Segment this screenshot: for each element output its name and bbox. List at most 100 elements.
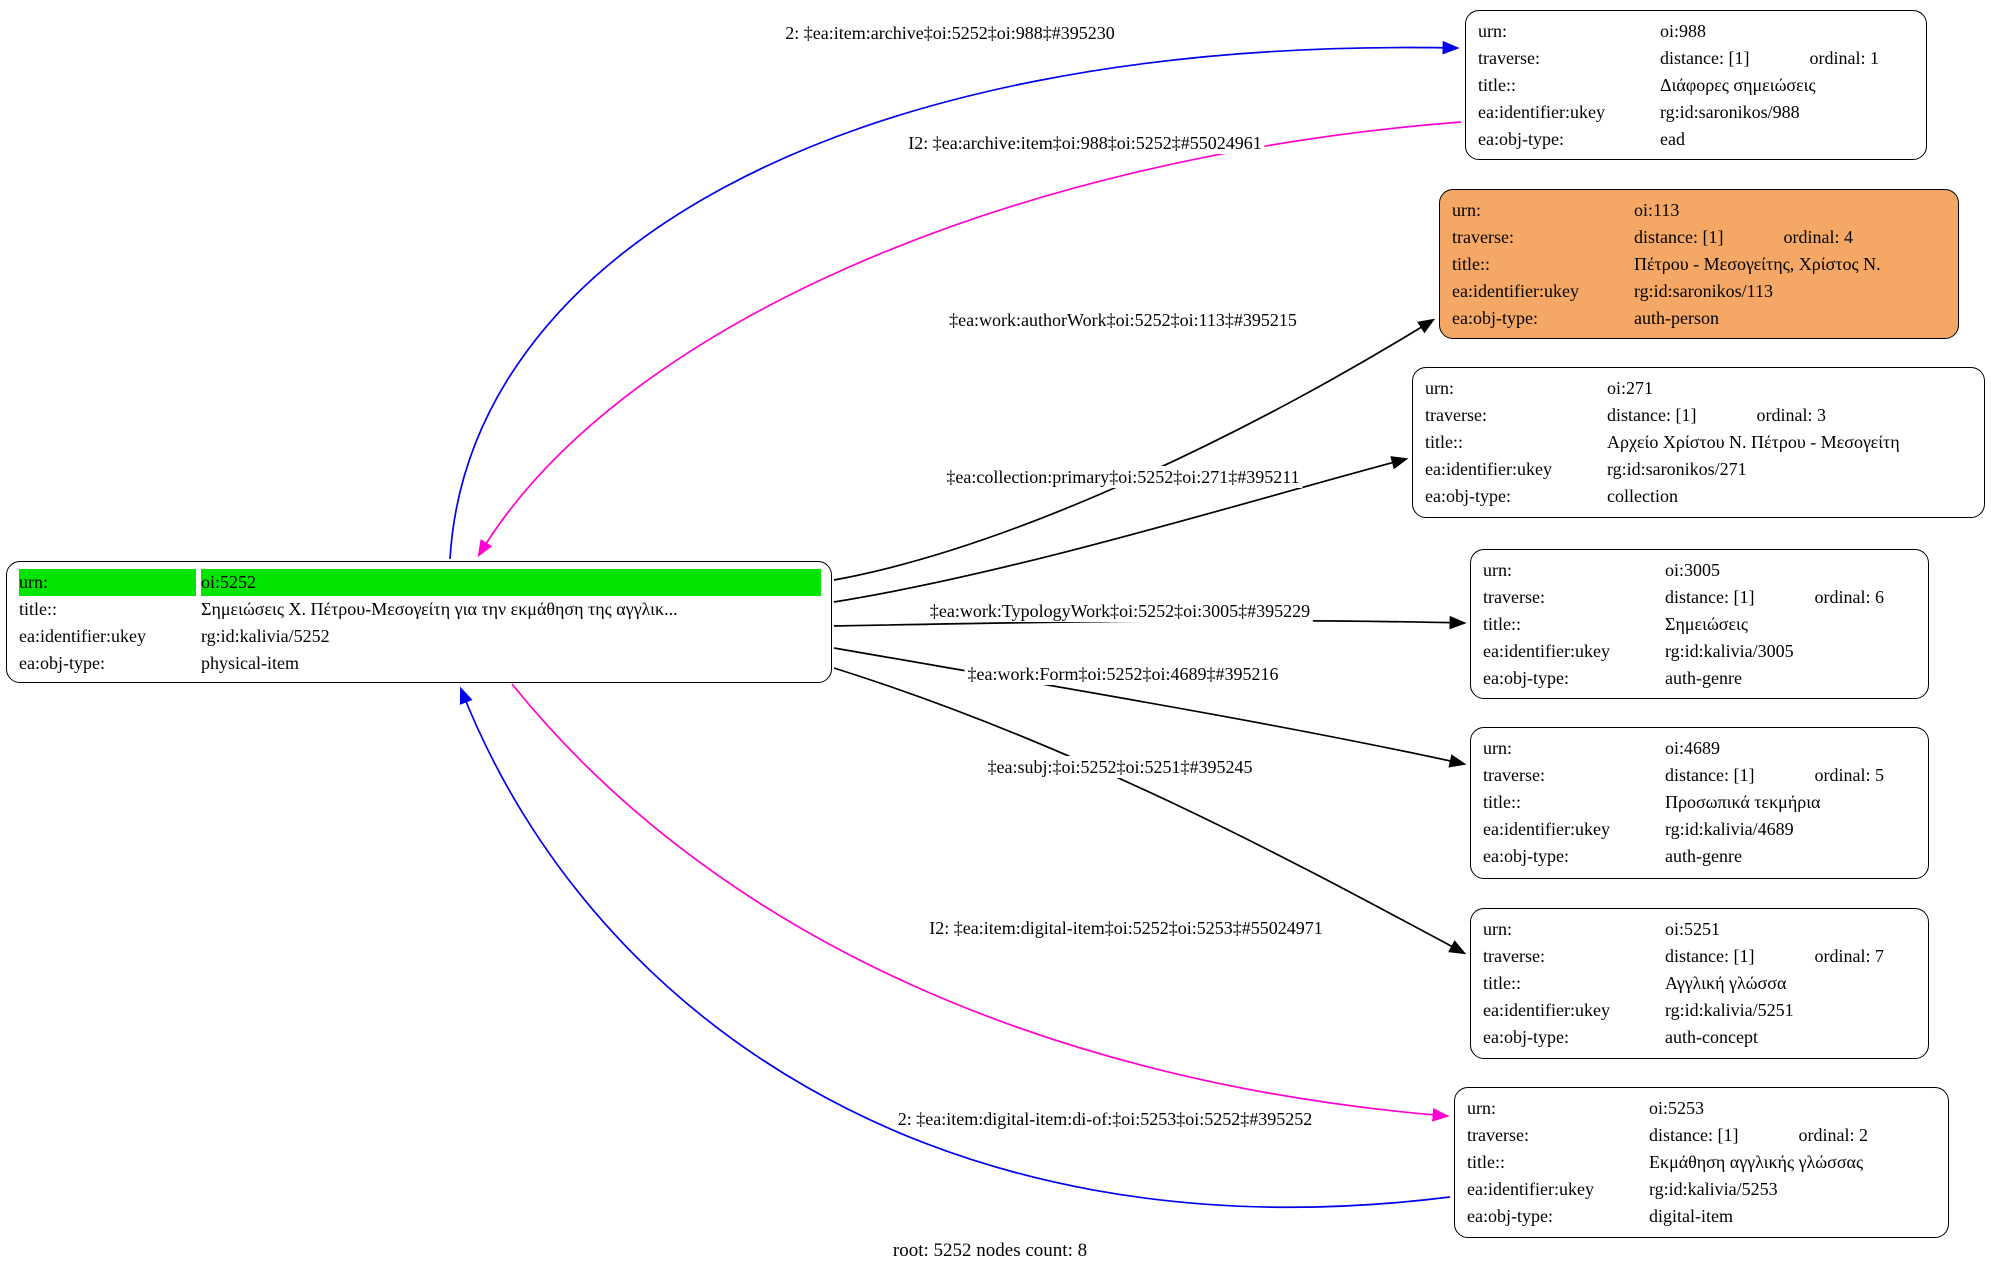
urn-value: oi:3005: [1665, 560, 1721, 580]
ukey-label: ea:identifier:ukey: [1467, 1179, 1594, 1199]
urn-value: oi:113: [1634, 200, 1680, 220]
objtype-value: digital-item: [1649, 1206, 1733, 1226]
title-value: Αγγλική γλώσσα: [1665, 973, 1787, 993]
edge-label-item-archive: 2: ‡ea:item:archive‡oi:5252‡oi:988‡#3952…: [782, 22, 1118, 44]
node-oi-3005[interactable]: urn: oi:3005 traverse: distance: [1] ordina…: [1470, 549, 1929, 699]
ordinal-value: ordinal: 1: [1809, 48, 1879, 68]
edge-digital-item: [511, 683, 1450, 1122]
root-ukey-row: ea:identifier:ukey rg:id:kalivia/5252: [19, 623, 821, 650]
objtype-value: auth-concept: [1665, 1027, 1758, 1047]
edge-label-author-work: ‡ea:work:authorWork‡oi:5252‡oi:113‡#3952…: [946, 309, 1300, 331]
title-label: title::: [1452, 254, 1490, 274]
objtype-value: ead: [1660, 129, 1685, 149]
objtype-value: collection: [1607, 486, 1678, 506]
ukey-label: ea:identifier:ukey: [1483, 641, 1610, 661]
ukey-value: rg:id:kalivia/4689: [1665, 819, 1794, 839]
distance-value: distance: [1]: [1665, 946, 1755, 966]
ukey-value: rg:id:saronikos/271: [1607, 459, 1747, 479]
ukey-value: rg:id:kalivia/5252: [201, 626, 330, 646]
ukey-value: rg:id:kalivia/5253: [1649, 1179, 1778, 1199]
objtype-label: ea:obj-type:: [1483, 668, 1569, 688]
objtype-value: auth-genre: [1665, 846, 1742, 866]
edge-subj: [833, 667, 1467, 955]
title-value: Αρχείο Χρίστου Ν. Πέτρου - Μεσογείτη: [1607, 432, 1900, 452]
edge-label-digital-item-di-of: 2: ‡ea:item:digital-item:di-of:‡oi:5253‡…: [894, 1108, 1316, 1130]
distance-value: distance: [1]: [1665, 587, 1755, 607]
distance-value: distance: [1]: [1634, 227, 1724, 247]
title-value: Πέτρου - Μεσογείτης, Χρίστος Ν.: [1634, 254, 1881, 274]
traverse-label: traverse:: [1425, 405, 1487, 425]
urn-label: urn:: [1483, 919, 1512, 939]
ordinal-value: ordinal: 6: [1814, 587, 1884, 607]
title-label: title::: [1483, 614, 1521, 634]
ukey-label: ea:identifier:ukey: [1425, 459, 1552, 479]
root-title-row: title:: Σημειώσεις Χ. Πέτρου-Μεσογείτη γ…: [19, 596, 821, 623]
urn-label: urn:: [1483, 560, 1512, 580]
distance-value: distance: [1]: [1665, 765, 1755, 785]
node-oi-5251[interactable]: urn: oi:5251 traverse: distance: [1] ordina…: [1470, 908, 1929, 1059]
urn-label: urn:: [1467, 1098, 1496, 1118]
ukey-value: rg:id:kalivia/3005: [1665, 641, 1794, 661]
ukey-label: ea:identifier:ukey: [1483, 1000, 1610, 1020]
distance-value: distance: [1]: [1607, 405, 1697, 425]
ukey-value: rg:id:saronikos/113: [1634, 281, 1773, 301]
edge-label-subj: ‡ea:subj:‡oi:5252‡oi:5251‡#395245: [984, 756, 1256, 778]
ukey-value: rg:id:kalivia/5251: [1665, 1000, 1794, 1020]
urn-value: oi:5251: [1665, 919, 1721, 939]
ordinal-value: ordinal: 4: [1783, 227, 1853, 247]
node-oi-271[interactable]: urn: oi:271 traverse: distance: [1] ordinal…: [1412, 367, 1985, 518]
objtype-label: ea:obj-type:: [1483, 846, 1569, 866]
node-oi-4689[interactable]: urn:oi:4689 traverse:distance: [1]ordina…: [1470, 727, 1929, 879]
ordinal-value: ordinal: 2: [1798, 1125, 1868, 1145]
urn-value: oi:5252: [201, 569, 821, 596]
node-oi-5252-root[interactable]: urn: oi:5252 title:: Σημειώσεις Χ. Πέτρο…: [6, 561, 832, 683]
urn-label: urn:: [1425, 378, 1454, 398]
title-label: title::: [1483, 973, 1521, 993]
edge-label-collection-primary: ‡ea:collection:primary‡oi:5252‡oi:271‡#3…: [943, 466, 1303, 488]
edge-author-work: [833, 318, 1436, 581]
distance-value: distance: [1]: [1660, 48, 1750, 68]
objtype-label: ea:obj-type:: [1425, 486, 1511, 506]
title-label: title::: [1483, 792, 1521, 812]
objtype-value: auth-genre: [1665, 668, 1742, 688]
title-value: Σημειώσεις: [1665, 614, 1749, 634]
ukey-label: ea:identifier:ukey: [1483, 819, 1610, 839]
title-label: title::: [1467, 1152, 1505, 1172]
ordinal-value: ordinal: 5: [1814, 765, 1884, 785]
objtype-label: ea:obj-type:: [1483, 1027, 1569, 1047]
urn-value: oi:5253: [1649, 1098, 1705, 1118]
node-oi-113[interactable]: urn:oi:113 traverse:distance: [1]ordinal…: [1439, 189, 1959, 339]
edge-label-archive-item: I2: ‡ea:archive:item‡oi:988‡oi:5252‡#550…: [905, 132, 1265, 154]
objtype-label: ea:obj-type:: [19, 653, 105, 673]
urn-value: oi:271: [1607, 378, 1654, 398]
root-urn-row: urn: oi:5252: [19, 569, 821, 596]
edge-label-digital-item: I2: ‡ea:item:digital-item‡oi:5252‡oi:525…: [926, 917, 1326, 939]
traverse-label: traverse:: [1467, 1125, 1529, 1145]
graph-caption: root: 5252 nodes count: 8: [892, 1240, 1088, 1261]
ordinal-value: ordinal: 3: [1756, 405, 1826, 425]
traverse-label: traverse:: [1483, 946, 1545, 966]
ukey-value: rg:id:saronikos/988: [1660, 102, 1800, 122]
urn-label: urn:: [1452, 200, 1481, 220]
urn-label: urn:: [1478, 21, 1507, 41]
traverse-label: traverse:: [1478, 48, 1540, 68]
traverse-label: traverse:: [1483, 587, 1545, 607]
title-value: Σημειώσεις Χ. Πέτρου-Μεσογείτη για την ε…: [201, 599, 678, 619]
node-oi-988[interactable]: urn: oi:988 traverse: distance: [1] ordinal…: [1465, 10, 1927, 160]
title-label: title::: [19, 599, 57, 619]
ukey-label: ea:identifier:ukey: [19, 626, 146, 646]
urn-value: oi:4689: [1665, 738, 1721, 758]
ordinal-value: ordinal: 7: [1814, 946, 1884, 966]
title-value: Προσωπικά τεκμήρια: [1665, 792, 1821, 812]
urn-label: urn:: [19, 569, 201, 596]
objtype-value: auth-person: [1634, 308, 1719, 328]
root-objtype-row: ea:obj-type: physical-item: [19, 650, 821, 677]
objtype-value: physical-item: [201, 653, 299, 673]
title-value: Διάφορες σημειώσεις: [1660, 75, 1816, 95]
distance-value: distance: [1]: [1649, 1125, 1739, 1145]
title-label: title::: [1478, 75, 1516, 95]
traverse-label: traverse:: [1483, 765, 1545, 785]
node-oi-5253[interactable]: urn: oi:5253 traverse: distance: [1] ordina…: [1454, 1087, 1949, 1238]
urn-value: oi:988: [1660, 21, 1707, 41]
